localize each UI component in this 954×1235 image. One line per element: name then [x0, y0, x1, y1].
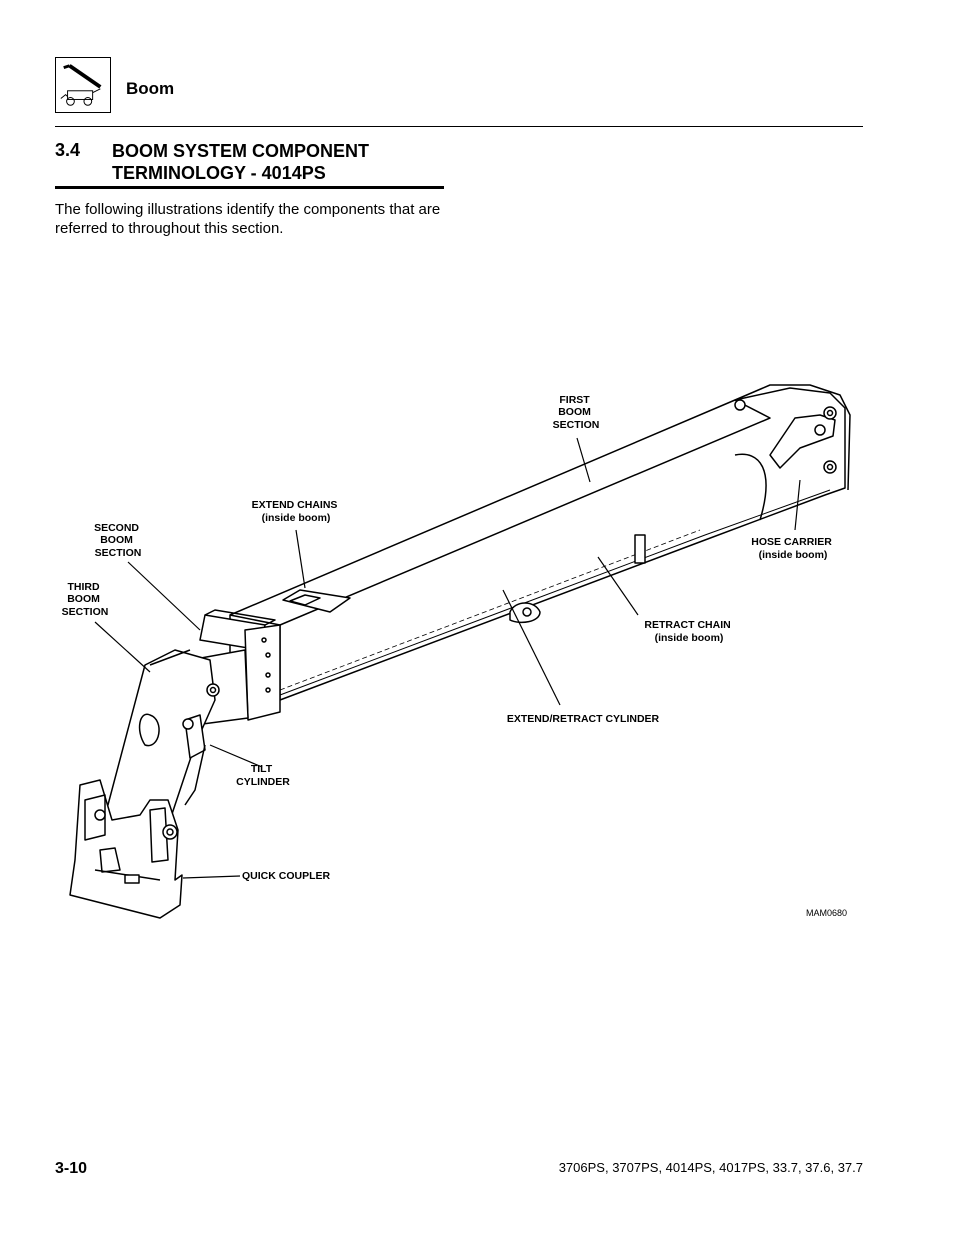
label-extend-retract-cylinder: EXTEND/RETRACT CYLINDER [507, 713, 660, 725]
section-label: Boom [126, 79, 175, 98]
section-title-line-2: TERMINOLOGY - 4014PS [112, 163, 326, 183]
header-divider [55, 126, 863, 127]
section-number: 3.4 [55, 140, 81, 160]
label-first-boom: FIRST BOOM SECTION [553, 394, 600, 431]
leader-lines [94, 437, 801, 879]
boom-illustration [69, 384, 851, 919]
intro-paragraph: The following illustrations identify the… [55, 201, 441, 237]
section-title: BOOM SYSTEM COMPONENT TERMINOLOGY - 4014… [112, 140, 442, 184]
label-quick-coupler: QUICK COUPLER [242, 870, 331, 882]
label-retract-chain: RETRACT CHAIN (inside boom) [644, 619, 733, 644]
page-number: 3-10 [55, 1160, 88, 1177]
boom-section-icon [55, 57, 111, 113]
model-list: 3706PS, 3707PS, 4014PS, 4017PS, 33.7, 37… [558, 1160, 863, 1175]
figure-reference-code: MAM0680 [806, 908, 847, 918]
section-title-line-1: BOOM SYSTEM COMPONENT [112, 141, 370, 161]
label-tilt-cylinder: TILT CYLINDER [236, 763, 290, 788]
label-third-boom: THIRD BOOM SECTION [62, 581, 109, 618]
label-extend-chains: EXTEND CHAINS (inside boom) [252, 499, 341, 524]
heading-underline [55, 186, 444, 189]
label-second-boom: SECOND BOOM SECTION [94, 522, 142, 559]
label-hose-carrier: HOSE CARRIER (inside boom) [751, 536, 834, 561]
